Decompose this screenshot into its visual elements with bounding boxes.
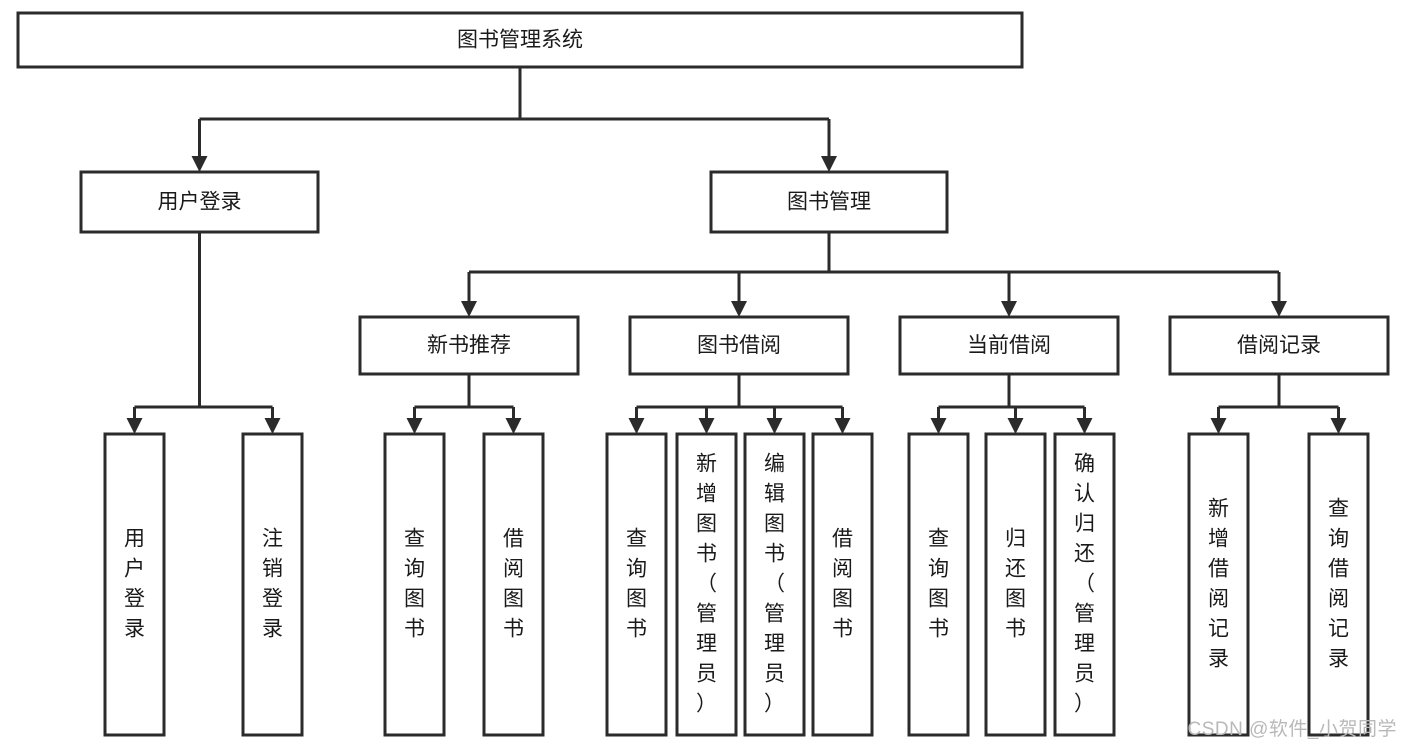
node-label: 图书借阅 — [697, 334, 781, 357]
arrow-head-icon — [731, 301, 747, 317]
node-leaf-query-book-2[interactable]: 查询图书 — [605, 432, 668, 737]
arrow-head-icon — [1001, 301, 1017, 317]
node-label: 编辑图书（管理员） — [764, 453, 785, 716]
arrow-head-icon — [126, 418, 143, 434]
arrow-head-icon — [821, 156, 837, 172]
node-leaf-confirm-return[interactable]: 确认归还（管理员） — [1053, 432, 1116, 737]
arrow-head-icon — [930, 418, 947, 434]
node-leaf-return-book[interactable]: 归还图书 — [984, 432, 1047, 737]
connectors-layer — [126, 67, 1347, 434]
node-label: 查询图书 — [404, 528, 425, 641]
node-label: 确认归还（管理员） — [1074, 453, 1095, 716]
node-leaf-user-login[interactable]: 用户登录 — [103, 432, 166, 737]
node-leaf-query-book-3[interactable]: 查询图书 — [907, 432, 970, 737]
node-label: 注销登录 — [262, 528, 283, 641]
node-leaf-borrow-book-1[interactable]: 借阅图书 — [482, 432, 545, 737]
node-label: 查询借阅记录 — [1328, 498, 1349, 671]
arrow-head-icon — [628, 418, 645, 434]
node-user-login[interactable]: 用户登录 — [79, 170, 320, 234]
node-label: 图书管理 — [787, 191, 871, 214]
node-label: 归还图书 — [1005, 528, 1026, 641]
node-leaf-add-book[interactable]: 新增图书（管理员） — [675, 432, 738, 737]
arrow-head-icon — [505, 418, 522, 434]
node-label: 用户登录 — [158, 191, 242, 214]
node-label: 借阅图书 — [503, 528, 524, 641]
arrow-head-icon — [698, 418, 715, 434]
node-label: 新增借阅记录 — [1208, 498, 1229, 671]
node-leaf-add-record[interactable]: 新增借阅记录 — [1187, 432, 1250, 737]
node-label: 借阅记录 — [1237, 334, 1321, 357]
arrow-head-icon — [766, 418, 783, 434]
arrow-head-icon — [1210, 418, 1227, 434]
node-label: 新书推荐 — [427, 334, 511, 357]
node-leaf-query-book-1[interactable]: 查询图书 — [383, 432, 446, 737]
arrow-head-icon — [264, 418, 281, 434]
node-current-borrow[interactable]: 当前借阅 — [898, 315, 1120, 376]
csdn-watermark: CSDN @软件_小贺同学 — [1187, 719, 1397, 740]
node-leaf-user-logout[interactable]: 注销登录 — [241, 432, 304, 737]
arrow-head-icon — [406, 418, 423, 434]
node-root-system[interactable]: 图书管理系统 — [16, 11, 1024, 69]
arrow-head-icon — [191, 156, 208, 172]
node-label: 借阅图书 — [832, 528, 853, 641]
node-leaf-query-record[interactable]: 查询借阅记录 — [1307, 432, 1370, 737]
arrow-head-icon — [1076, 418, 1093, 434]
node-leaf-borrow-book-2[interactable]: 借阅图书 — [811, 432, 874, 737]
node-book-management[interactable]: 图书管理 — [709, 170, 949, 234]
arrow-head-icon — [1007, 418, 1024, 434]
node-new-book-recommend[interactable]: 新书推荐 — [358, 315, 580, 376]
arrow-head-icon — [834, 418, 851, 434]
node-label: 查询图书 — [626, 528, 647, 641]
node-label: 图书管理系统 — [457, 29, 583, 52]
node-label: 当前借阅 — [967, 334, 1051, 357]
node-book-borrow[interactable]: 图书借阅 — [628, 315, 850, 376]
node-borrow-record[interactable]: 借阅记录 — [1168, 315, 1390, 376]
arrow-head-icon — [1330, 418, 1347, 434]
arrow-head-icon — [461, 301, 477, 317]
node-label: 查询图书 — [928, 528, 949, 641]
nodes-layer: 图书管理系统用户登录图书管理新书推荐图书借阅当前借阅借阅记录用户登录注销登录查询… — [16, 11, 1390, 737]
node-label: 新增图书（管理员） — [696, 453, 717, 716]
arrow-head-icon — [1271, 301, 1287, 317]
node-leaf-edit-book[interactable]: 编辑图书（管理员） — [743, 432, 806, 737]
node-label: 用户登录 — [124, 528, 145, 641]
